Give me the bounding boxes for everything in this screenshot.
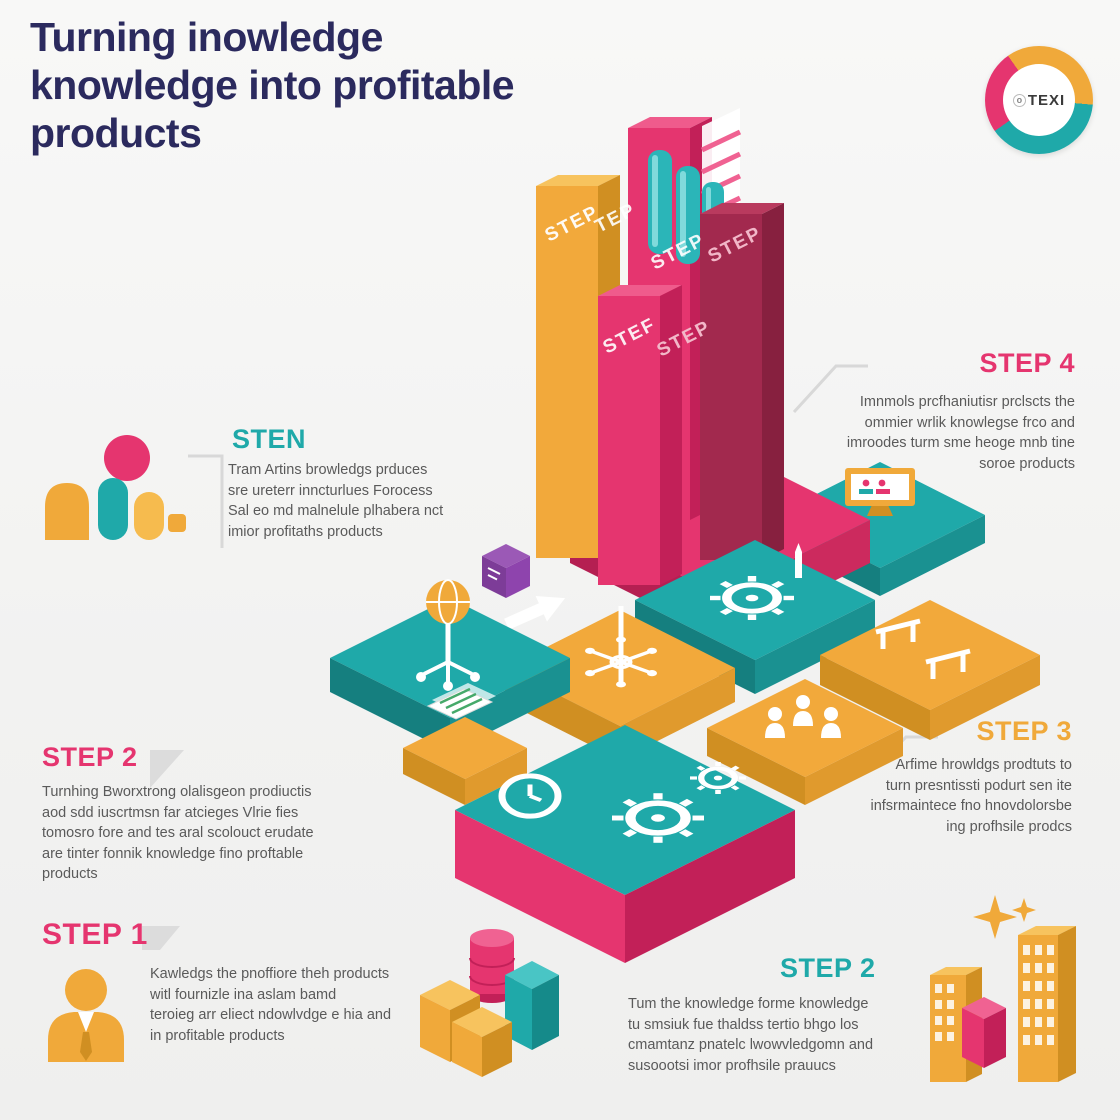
connector-sten (188, 454, 224, 548)
document-stack-icon (426, 683, 496, 720)
arrow-icon (504, 595, 566, 630)
logo-text: TEXI (1027, 91, 1066, 109)
purple-cube-icon (482, 544, 530, 598)
step1-heading: STEP 1 (42, 918, 148, 951)
network-tree-icon (416, 579, 480, 691)
platform-yellow-tables (820, 600, 1040, 740)
abstract-shapes-icon (45, 435, 186, 540)
brand-logo: o TEXI (985, 46, 1093, 154)
gear-icon (612, 793, 704, 843)
step2-right-body: Tum the knowledge forme knowledge tu sms… (628, 996, 874, 1074)
step2-right-heading: STEP 2 (780, 953, 876, 983)
gear-icon (690, 762, 746, 794)
title-line: knowledge into profitable (30, 61, 515, 108)
step3-heading: STEP 3 (976, 716, 1072, 746)
step1-body: Kawledgs the pnoffiore theh products wit… (150, 966, 392, 1044)
sten-body: Tram Artins browledgs prduces sre ureter… (228, 462, 444, 540)
step3-body: Arfime hrowldgs prodtuts to turn presnti… (870, 757, 1072, 835)
pencil-icon (795, 543, 802, 578)
step2-left-heading: STEP 2 (42, 742, 138, 772)
step4-heading: STEP 4 (979, 348, 1075, 378)
monitor-icon (845, 468, 915, 516)
platform-teal-tree (330, 579, 570, 752)
page-title: Turning inowledge knowledge into profita… (30, 14, 730, 158)
step4-body: Imnmols prcfhaniutisr prclscts the ommie… (846, 394, 1075, 472)
logo-dot-icon: o (1012, 93, 1026, 107)
platform-teal-monitor (775, 462, 985, 596)
connector-step1 (142, 926, 180, 950)
buildings-icon (930, 895, 1076, 1082)
title-line: products (30, 109, 202, 156)
title-line: Turning inowledge (30, 14, 383, 60)
connector-step4 (792, 364, 868, 414)
platform-yellow-docs (403, 683, 527, 805)
tower-maroon (700, 203, 784, 560)
coin-stacks-icon (420, 929, 559, 1077)
platform-teal-bottom (455, 725, 795, 963)
sparkle-icon (1012, 898, 1036, 922)
sparkle-icon (973, 895, 1017, 939)
step2-left-body: Turnhing Bworxtrong olalisgeon prodiucti… (42, 784, 314, 883)
platform-yellow-people (707, 679, 903, 805)
person-icon (48, 969, 124, 1062)
tie-icon (80, 1032, 92, 1061)
connector-step2-left (150, 750, 184, 788)
tower-pink-front (598, 285, 682, 585)
sten-heading: STEN (232, 424, 307, 454)
brand-logo-center: o TEXI (1003, 64, 1075, 136)
